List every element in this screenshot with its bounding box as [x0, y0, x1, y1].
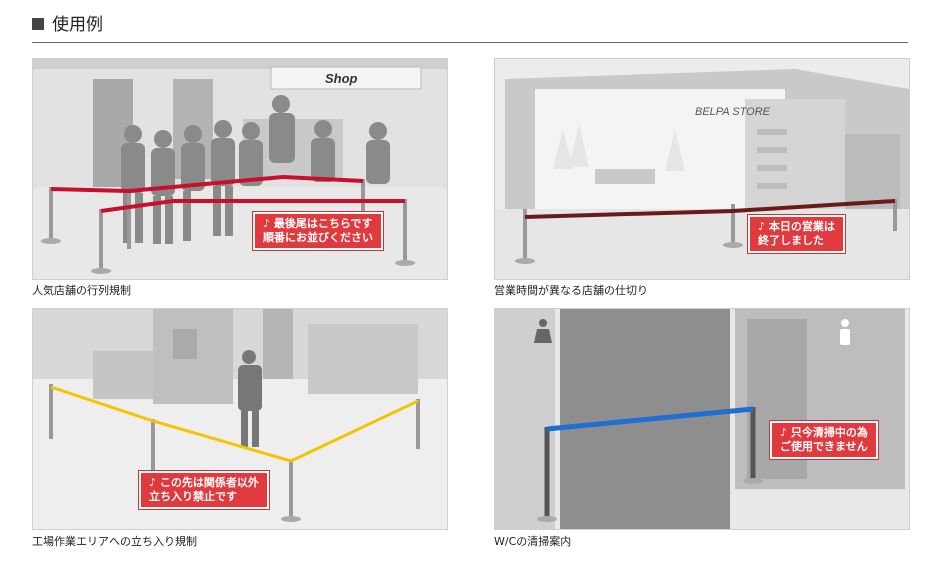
female-restroom-icon: [534, 319, 552, 343]
factory-scene-svg: [33, 309, 447, 529]
store-scene-svg: BELPA STORE: [495, 59, 909, 279]
sign-factory: ♪ この先は関係者以外 立ち入り禁止です: [139, 471, 269, 509]
illustration-store: BELPA STORE ♪ 本日の営業は 終了しました: [494, 58, 910, 280]
sign-restroom: ♪ 只今清掃中の為 ご使用できません: [770, 421, 878, 459]
caption-factory: 工場作業エリアへの立ち入り規制: [32, 535, 197, 548]
section-header: 使用例: [32, 12, 908, 43]
header-divider: [32, 42, 908, 43]
shop-sign-text: Shop: [325, 71, 358, 86]
store-sign-text: BELPA STORE: [695, 106, 771, 118]
square-bullet-icon: [32, 18, 44, 30]
caption-store: 営業時間が異なる店舗の仕切り: [494, 284, 648, 297]
caption-queue: 人気店舗の行列規制: [32, 284, 131, 297]
section-title: 使用例: [52, 15, 103, 35]
caption-restroom: W/Cの清掃案内: [494, 535, 572, 548]
sign-store: ♪ 本日の営業は 終了しました: [748, 215, 845, 253]
restroom-scene-svg: [495, 309, 909, 529]
illustration-queue: Shop ♪ 最後尾はこちらです 順番にお並びください: [32, 58, 448, 280]
illustration-restroom: ♪ 只今清掃中の為 ご使用できません: [494, 308, 910, 530]
male-restroom-icon: [840, 319, 850, 345]
queue-scene-svg: Shop: [33, 59, 447, 279]
illustration-factory: ♪ この先は関係者以外 立ち入り禁止です: [32, 308, 448, 530]
sign-queue: ♪ 最後尾はこちらです 順番にお並びください: [253, 212, 383, 250]
